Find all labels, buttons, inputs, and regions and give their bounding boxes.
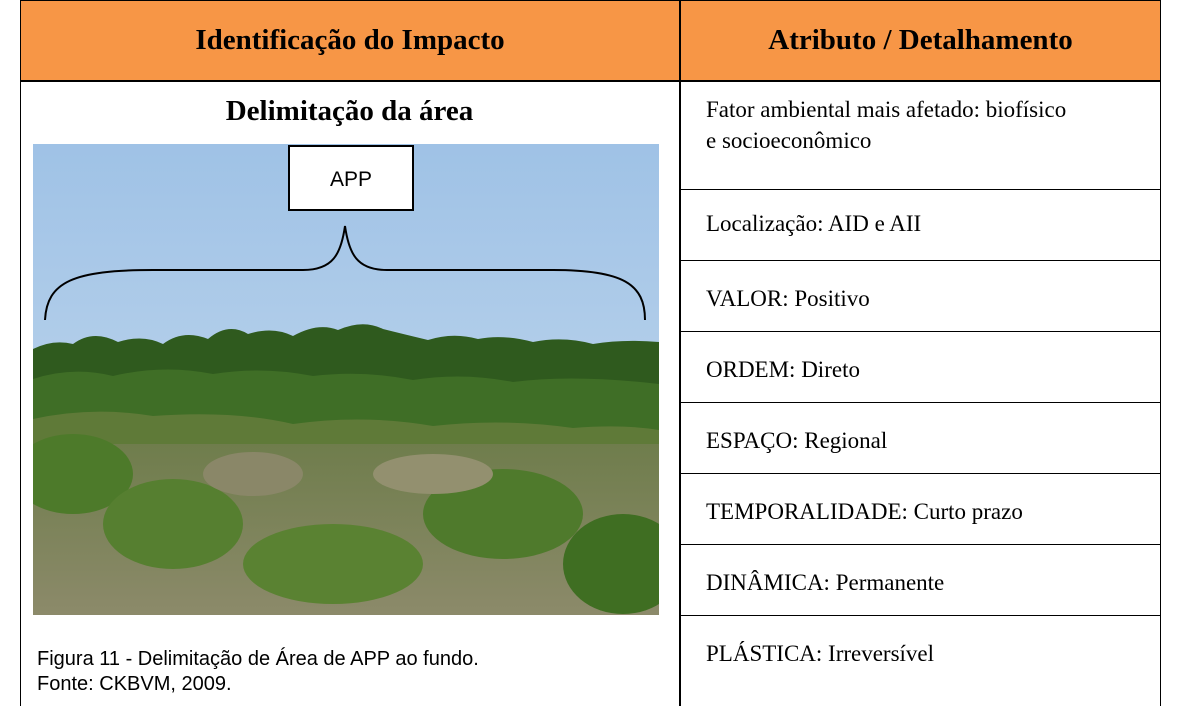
row-divider <box>681 331 1160 332</box>
figure-caption-line2: Fonte: CKBVM, 2009. <box>37 673 232 695</box>
attribute-ordem: ORDEM: Direto <box>706 357 860 382</box>
forest-landscape-photo: APP <box>33 144 659 615</box>
app-callout-box <box>288 145 414 211</box>
row-divider <box>681 260 1160 261</box>
attribute-fator: Fator ambiental mais afetado: biofísico … <box>706 94 1066 156</box>
header-atributo: Atributo / Detalhamento <box>681 1 1160 80</box>
table-border-left <box>20 0 21 706</box>
row-divider <box>681 544 1160 545</box>
table-border-right <box>1160 0 1161 706</box>
header-left-title: Identificação do Impacto <box>195 24 505 56</box>
attribute-valor: VALOR: Positivo <box>706 286 870 311</box>
table-border-top <box>20 0 1161 1</box>
impact-table: Identificação do Impacto Atributo / Deta… <box>20 0 1161 706</box>
row-divider <box>681 473 1160 474</box>
brace-icon <box>44 225 646 321</box>
row-divider <box>681 402 1160 403</box>
attribute-temporalidade: TEMPORALIDADE: Curto prazo <box>706 499 1023 524</box>
attribute-line: Fator ambiental mais afetado: biofísico <box>706 97 1067 122</box>
table-border-header-bottom <box>20 80 1161 82</box>
row-divider <box>681 189 1160 190</box>
attribute-plastica: PLÁSTICA: Irreversível <box>706 641 935 666</box>
row-divider <box>681 615 1160 616</box>
attribute-espaco: ESPAÇO: Regional <box>706 428 888 453</box>
app-callout-label: APP <box>330 168 372 191</box>
figure-caption-line1: Figura 11 - Delimitação de Área de APP a… <box>37 648 479 670</box>
section-title: Delimitação da área <box>225 95 474 127</box>
header-identificacao: Identificação do Impacto <box>21 1 679 80</box>
header-right-title: Atributo / Detalhamento <box>768 24 1073 56</box>
attribute-line: e socioeconômico <box>706 128 872 153</box>
table-border-middle <box>679 0 681 706</box>
attribute-localizacao: Localização: AID e AII <box>706 211 922 236</box>
attribute-dinamica: DINÂMICA: Permanente <box>706 570 945 595</box>
